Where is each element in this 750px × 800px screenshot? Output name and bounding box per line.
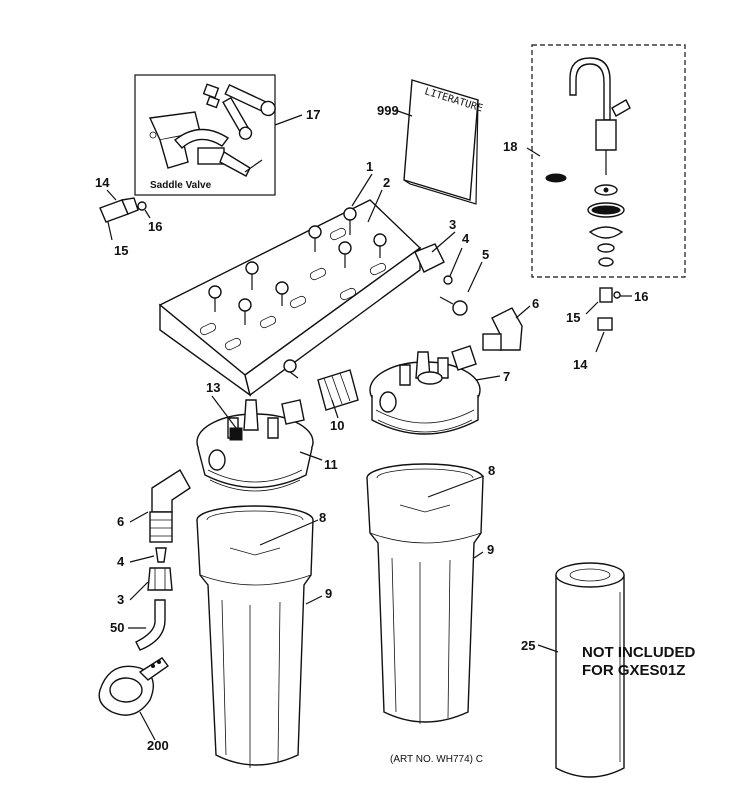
callout-999: 999 bbox=[377, 103, 399, 118]
filter-cartridge bbox=[555, 562, 625, 778]
callout-3-upper: 3 bbox=[449, 217, 456, 232]
callout-4-upper: 4 bbox=[462, 231, 470, 246]
filter-housing-right bbox=[366, 463, 484, 724]
connector-nipple bbox=[317, 369, 359, 411]
callout-16-right: 16 bbox=[634, 289, 648, 304]
callout-3-lower: 3 bbox=[117, 592, 124, 607]
bracket-screws bbox=[208, 207, 387, 379]
saddle-valve-caption: Saddle Valve bbox=[150, 180, 212, 191]
callout-15-left: 15 bbox=[114, 243, 128, 258]
callout-6-lower: 6 bbox=[117, 514, 124, 529]
callout-10: 10 bbox=[330, 418, 344, 433]
literature-booklet: LITERATURE bbox=[394, 79, 484, 205]
callout-8-right: 8 bbox=[488, 463, 495, 478]
filter-head-left bbox=[196, 399, 314, 492]
housing-wrench bbox=[98, 657, 169, 716]
tube-nut-upper bbox=[414, 243, 468, 316]
callout-18: 18 bbox=[503, 139, 517, 154]
leader-lines bbox=[128, 173, 559, 741]
tubing-assembly-lower bbox=[135, 547, 173, 651]
callout-14-left: 14 bbox=[95, 175, 110, 190]
not-included-line1: NOT INCLUDED bbox=[582, 644, 695, 661]
callout-2: 2 bbox=[383, 175, 390, 190]
elbow-fitting-upper bbox=[482, 307, 523, 351]
callout-9-left: 9 bbox=[325, 586, 332, 601]
filter-housing-left bbox=[196, 505, 314, 768]
art-number: (ART NO. WH774) C bbox=[390, 754, 483, 765]
callout-5: 5 bbox=[482, 247, 489, 262]
callout-16-left: 16 bbox=[148, 219, 162, 234]
callout-1: 1 bbox=[366, 159, 373, 174]
faucet-fitting-right bbox=[585, 287, 632, 353]
callout-7: 7 bbox=[503, 369, 510, 384]
filter-head-right bbox=[369, 345, 481, 435]
not-included-line2: FOR GXES01Z bbox=[582, 662, 685, 679]
callout-17: 17 bbox=[306, 107, 320, 122]
callout-4-lower: 4 bbox=[117, 554, 125, 569]
callout-9-right: 9 bbox=[487, 542, 494, 557]
callout-25: 25 bbox=[521, 638, 535, 653]
saddle-valve-inset: Saddle Valve bbox=[134, 74, 303, 196]
compression-fitting-left bbox=[99, 189, 151, 241]
callout-200: 200 bbox=[147, 738, 169, 753]
callout-13: 13 bbox=[206, 380, 220, 395]
elbow-fitting-lower bbox=[149, 469, 191, 543]
callout-numbers: 999 17 18 14 15 16 1 2 3 4 5 6 16 15 14 … bbox=[95, 103, 648, 753]
callout-6-upper: 6 bbox=[532, 296, 539, 311]
callout-14-right: 14 bbox=[573, 357, 588, 372]
mounting-bracket bbox=[158, 199, 422, 397]
callout-11: 11 bbox=[324, 457, 338, 472]
callout-8-left: 8 bbox=[319, 510, 326, 525]
callout-15-right: 15 bbox=[566, 310, 580, 325]
callout-50: 50 bbox=[110, 620, 124, 635]
faucet-kit bbox=[526, 44, 686, 278]
